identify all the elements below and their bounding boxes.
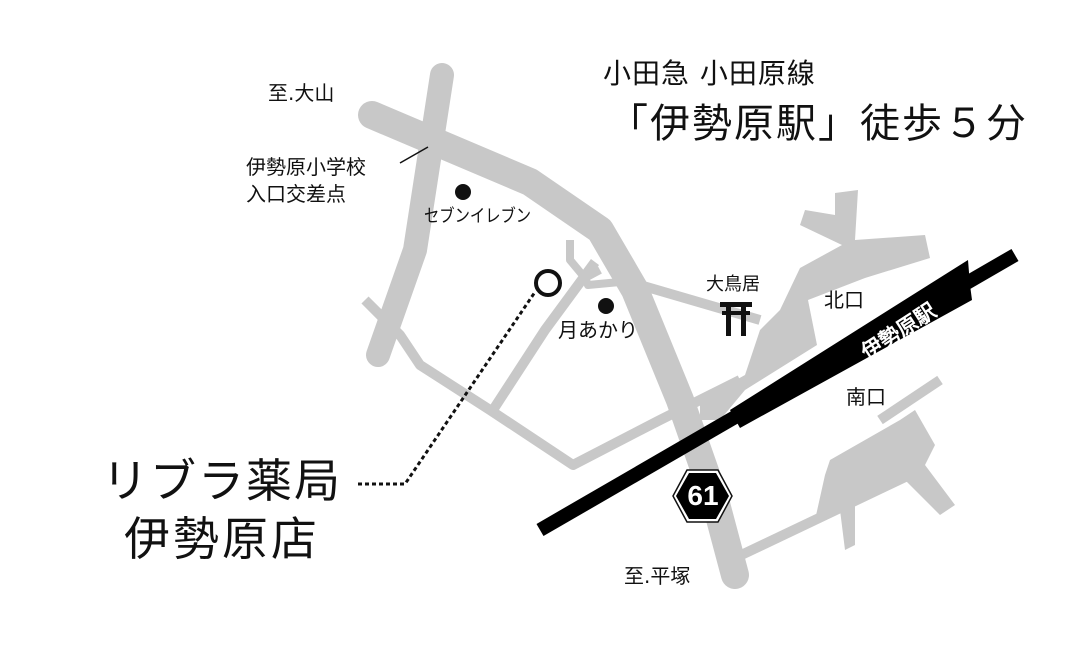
to-oyama-label: 至.大山 [268,81,335,105]
intersection-label-line2: 入口交差点 [246,182,346,206]
store-branch-label[interactable]: 伊勢原店 [124,512,320,566]
line-name-label: 小田急 小田原線 [603,57,816,90]
store-name-label[interactable]: リブラ薬局 [102,454,342,508]
railway [536,248,1019,537]
to-hiratsuka-label: 至.平塚 [624,564,691,588]
south-plaza [815,410,955,550]
station-platform [730,260,972,428]
road-loop-b [581,276,621,289]
station-walk-title: 「伊勢原駅」徒歩５分 [608,101,1028,147]
route-61-shield-icon [672,469,733,523]
tsukiakari-label: 月あかり [558,318,638,342]
torii-gate-icon [720,302,752,336]
seven-eleven-marker-icon[interactable] [455,184,471,200]
road-east [877,375,943,425]
north-plaza [700,190,930,420]
road-small-diag [488,259,600,413]
store-marker-icon[interactable] [534,269,562,297]
north-exit-label: 北口 [824,288,864,312]
tsukiakari-marker-icon[interactable] [598,298,614,314]
intersection-label-line1: 伊勢原小学校 [246,155,366,179]
otorii-label: 大鳥居 [706,274,760,295]
south-exit-label: 南口 [846,385,886,409]
store-leader-line [358,291,537,486]
road-small-west [361,296,743,470]
seven-eleven-label: セブンイレブン [424,206,532,227]
route-number-label: 61 [687,480,719,511]
intersection-leader-line [399,146,429,164]
road-loop-a [566,240,602,282]
